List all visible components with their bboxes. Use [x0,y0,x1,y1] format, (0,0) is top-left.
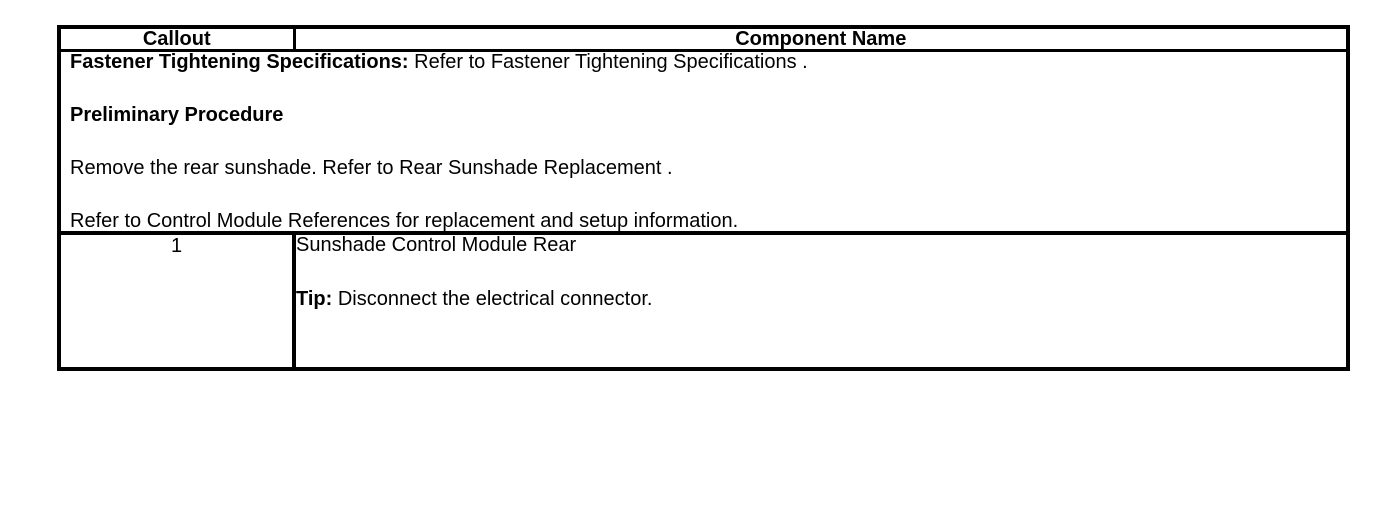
component-specification-table: Callout Component Name Fastener Tighteni… [57,25,1350,371]
note-line-remove-rear-sunshade: Remove the rear sunshade. Refer to Rear … [61,158,1346,178]
note-spacer-2 [61,125,1346,158]
tip-text: Disconnect the electrical connector. [332,288,653,310]
preliminary-procedure-heading: Preliminary Procedure [70,104,284,126]
component-description-cell: Sunshade Control Module Rear Tip: Discon… [294,233,1348,369]
component-name-value: Sunshade Control Module Rear [296,234,577,256]
column-header-callout: Callout [59,27,296,52]
column-header-component-name: Component Name [294,27,1348,52]
note-line-preliminary-procedure: Preliminary Procedure [61,105,1346,125]
table-header: Callout Component Name [59,27,1348,52]
fastener-specifications-label: Fastener Tightening Specifications: [70,51,409,73]
fastener-specifications-text: Refer to Fastener Tightening Specificati… [408,51,808,73]
note-line-fastener-specifications: Fastener Tightening Specifications: Refe… [61,52,1346,72]
preliminary-note-row: Fastener Tightening Specifications: Refe… [59,50,1348,235]
note-spacer-3 [61,178,1346,211]
component-name-text: Sunshade Control Module Rear [296,235,1346,255]
note-line-control-module-references: Refer to Control Module References for r… [61,211,1346,231]
table-header-row: Callout Component Name [59,27,1348,52]
component-tip-text: Tip: Disconnect the electrical connector… [296,289,1346,309]
table-body: Fastener Tightening Specifications: Refe… [59,50,1348,369]
control-module-references-text: Refer to Control Module References for r… [70,210,739,232]
callout-number-1: 1 [59,233,296,369]
preliminary-note-cell: Fastener Tightening Specifications: Refe… [59,50,1348,235]
remove-rear-sunshade-text: Remove the rear sunshade. Refer to Rear … [70,157,673,179]
tip-label: Tip: [296,288,333,310]
note-spacer-1 [61,72,1346,105]
component-spacer [296,255,1346,289]
table-row: 1 Sunshade Control Module Rear Tip: Disc… [59,233,1348,369]
